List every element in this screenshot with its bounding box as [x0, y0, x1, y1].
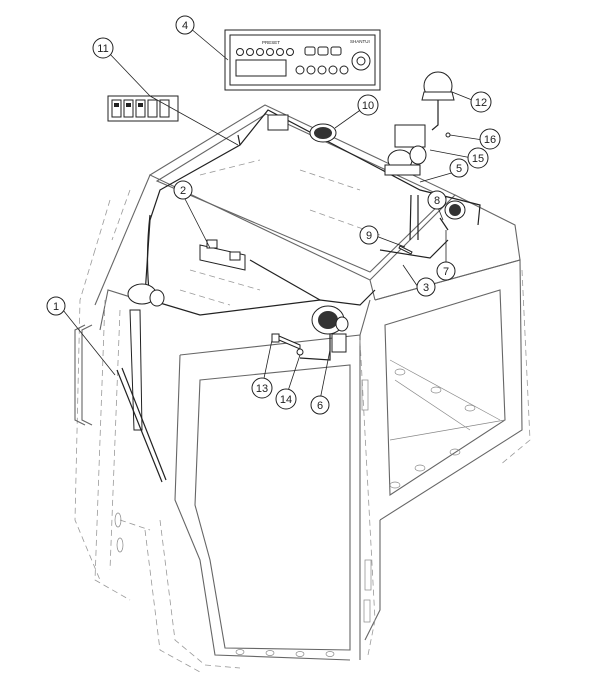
svg-text:14: 14: [280, 394, 292, 406]
svg-text:1: 1: [53, 301, 59, 313]
radio-preset-label: PRESET: [262, 40, 280, 45]
callout-5: 5: [449, 158, 469, 178]
svg-text:16: 16: [484, 134, 496, 146]
radio-panel: PRESET SHANTUI: [224, 29, 381, 131]
callout-3: 3: [416, 277, 436, 297]
svg-text:4: 4: [182, 20, 188, 32]
switch-panel: [107, 95, 179, 122]
callout-9: 9: [359, 225, 379, 245]
svg-text:5: 5: [456, 163, 462, 175]
callout-8: 8: [427, 190, 447, 210]
svg-text:13: 13: [256, 383, 268, 395]
wiring-harness: [144, 109, 481, 361]
rear-wiper-motor: [311, 305, 349, 353]
callout-10: 10: [357, 94, 379, 116]
callout-11: 11: [92, 37, 114, 59]
callout-4: 4: [175, 15, 195, 35]
callout-12: 12: [470, 91, 492, 113]
dome-light: [199, 239, 246, 271]
callout-1: 1: [46, 296, 66, 316]
svg-text:15: 15: [472, 153, 484, 165]
callout-14: 14: [275, 388, 297, 410]
callout-13: 13: [251, 377, 273, 399]
svg-text:7: 7: [443, 266, 449, 278]
callout-2: 2: [173, 180, 193, 200]
speaker-left: [309, 123, 337, 143]
callout-7: 7: [436, 261, 456, 281]
callout-15: 15: [467, 147, 489, 169]
svg-text:11: 11: [97, 43, 108, 55]
speaker-right: [444, 200, 466, 220]
svg-text:9: 9: [366, 230, 372, 242]
radio-brand-label: SHANTUI: [350, 39, 370, 44]
wiring-strip: [398, 245, 413, 255]
svg-text:6: 6: [317, 400, 323, 412]
callout-16: 16: [479, 128, 501, 150]
svg-text:3: 3: [423, 282, 429, 294]
svg-text:10: 10: [362, 100, 374, 112]
leader-lines: [62, 27, 484, 401]
svg-text:8: 8: [434, 195, 440, 207]
svg-text:12: 12: [475, 97, 487, 109]
fan-unit: [384, 124, 451, 176]
front-wiper: [116, 283, 167, 483]
cab-frame: [74, 104, 531, 673]
svg-text:2: 2: [180, 185, 186, 197]
bolt-and-washer: [271, 333, 304, 356]
callout-6: 6: [310, 395, 330, 415]
beacon-lamp: [421, 71, 455, 131]
